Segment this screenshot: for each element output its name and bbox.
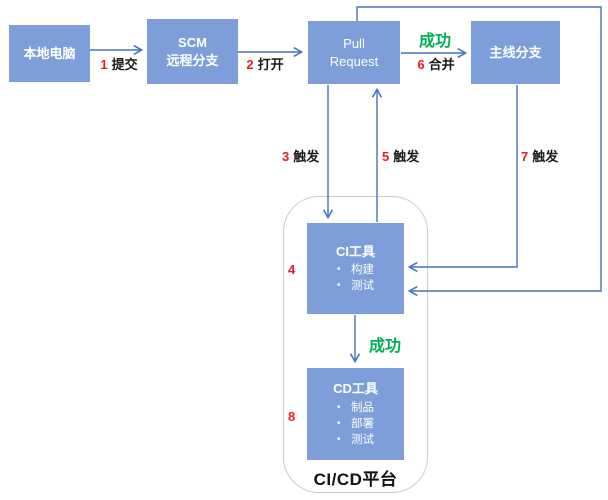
step-text-6: 合并 bbox=[428, 57, 455, 72]
arrow-mainline-trigger-ci bbox=[407, 85, 518, 273]
node-local-computer-label: 本地电脑 bbox=[23, 45, 76, 61]
cicd-platform-container bbox=[283, 196, 428, 493]
success-label-deploy: 成功 bbox=[368, 338, 401, 355]
node-ci-tool: CI工具 构建 测试 bbox=[307, 223, 404, 314]
node-scm-label-line2: 远程分支 bbox=[166, 52, 219, 68]
node-ci-tool-title: CI工具 bbox=[335, 243, 375, 259]
step-label-4: 4 bbox=[288, 262, 299, 277]
step-text-1: 提交 bbox=[111, 57, 138, 72]
step-text-7: 触发 bbox=[532, 149, 559, 164]
ci-task-build: 构建 bbox=[337, 262, 374, 278]
step-number-3: 3 bbox=[282, 149, 290, 164]
node-mainline-branch: 主线分支 bbox=[471, 21, 560, 84]
ci-task-test: 测试 bbox=[337, 278, 374, 294]
step-number-8: 8 bbox=[288, 409, 296, 424]
step-text-2: 打开 bbox=[257, 57, 284, 72]
step-number-2: 2 bbox=[246, 57, 254, 72]
node-cd-tool-title: CD工具 bbox=[333, 381, 378, 397]
step-number-5: 5 bbox=[382, 149, 390, 164]
arrow-pr-loop-ci bbox=[356, 6, 602, 297]
step-number-7: 7 bbox=[521, 149, 529, 164]
node-scm-remote-branch: SCM 远程分支 bbox=[147, 19, 238, 84]
step-number-1: 1 bbox=[100, 57, 108, 72]
node-cd-tool: CD工具 制品 部署 测试 bbox=[307, 368, 404, 460]
cd-task-deploy: 部署 bbox=[337, 416, 374, 432]
node-scm-label-line1: SCM bbox=[178, 34, 207, 50]
step-text-5: 触发 bbox=[393, 149, 420, 164]
ci-tool-task-list: 构建 测试 bbox=[337, 262, 374, 294]
cicd-platform-label: CI/CD平台 bbox=[313, 470, 398, 489]
node-pull-request-label-line2: Request bbox=[329, 53, 379, 69]
node-pull-request: Pull Request bbox=[308, 21, 400, 84]
cd-tool-task-list: 制品 部署 测试 bbox=[337, 400, 374, 448]
step-label-8: 8 bbox=[288, 409, 299, 424]
step-number-6: 6 bbox=[417, 57, 425, 72]
cd-task-artifact: 制品 bbox=[337, 400, 374, 416]
step-text-3: 触发 bbox=[293, 149, 320, 164]
node-mainline-branch-label: 主线分支 bbox=[489, 44, 542, 60]
node-pull-request-label-line1: Pull bbox=[343, 35, 365, 51]
success-label-merge: 成功 bbox=[418, 33, 451, 50]
node-local-computer: 本地电脑 bbox=[9, 25, 90, 82]
cd-task-test: 测试 bbox=[337, 432, 374, 448]
step-number-4: 4 bbox=[288, 262, 296, 277]
